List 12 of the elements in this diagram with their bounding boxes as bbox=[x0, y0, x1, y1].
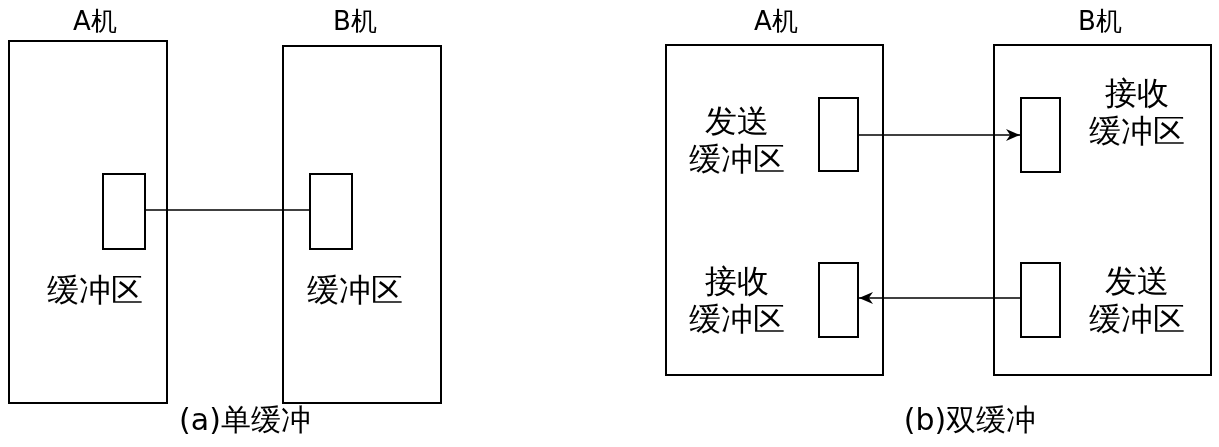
buffer-label: 缓冲区 bbox=[306, 270, 404, 310]
buffer-label: 发送缓冲区 bbox=[1088, 261, 1186, 339]
figure-caption: (b)双缓冲 bbox=[902, 402, 1038, 438]
machine-label: A机 bbox=[753, 6, 799, 38]
figure-caption: (a)单缓冲 bbox=[178, 402, 312, 438]
buffer-label: 接收缓冲区 bbox=[1088, 73, 1186, 151]
machine-label: B机 bbox=[1077, 6, 1123, 38]
buffer-label: 接收缓冲区 bbox=[688, 261, 786, 339]
machine-label: B机 bbox=[332, 6, 378, 38]
buffer-label: 缓冲区 bbox=[46, 270, 144, 310]
machine-label: A机 bbox=[72, 6, 118, 38]
buffer-label: 发送缓冲区 bbox=[688, 101, 786, 179]
